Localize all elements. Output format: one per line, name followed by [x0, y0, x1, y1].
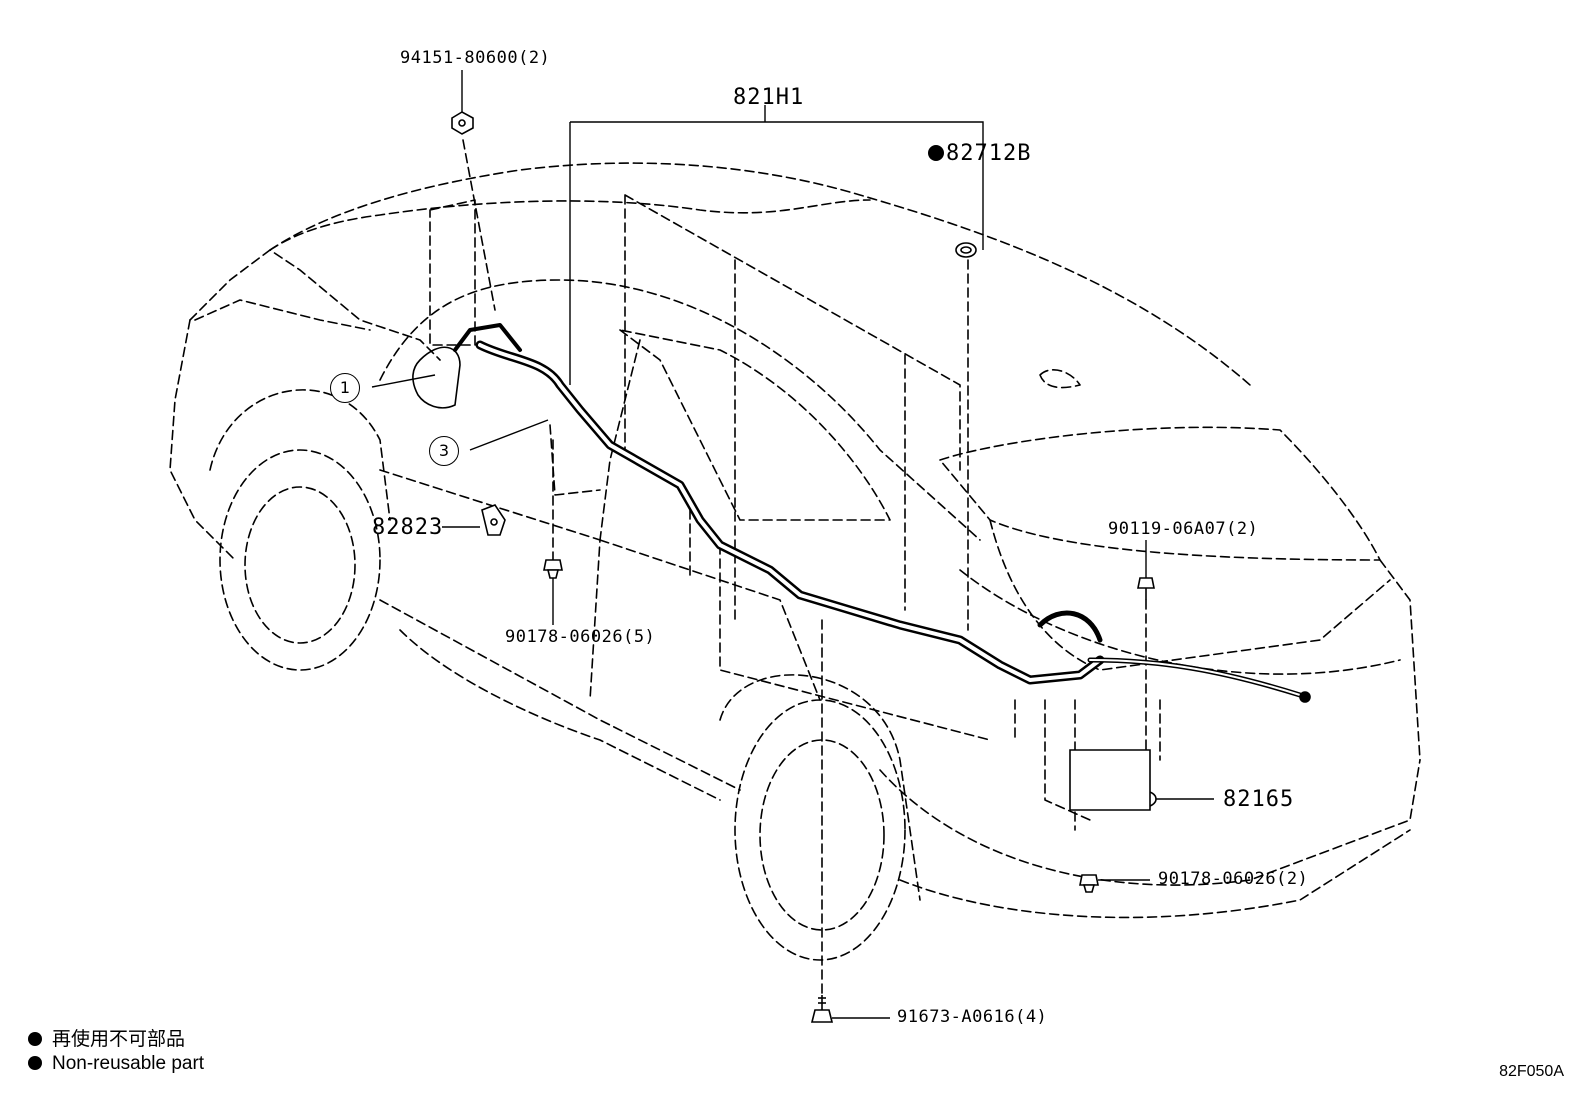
- headlight: [194, 299, 371, 331]
- leader-callout-1: [371, 374, 436, 388]
- front-wheel-inner: [244, 486, 356, 644]
- lower-body-line: [379, 599, 741, 791]
- non-reusable-marker-icon: [928, 145, 944, 161]
- phantom-vertical-821H1: [462, 139, 496, 311]
- part-label-90119[interactable]: 90119-06A07(2): [1108, 519, 1259, 539]
- roof-inner: [269, 199, 871, 251]
- rocker-line: [399, 629, 721, 801]
- rear-wheel: [734, 699, 906, 961]
- bolt-91673-icon: [810, 995, 834, 1023]
- rear-door: [599, 539, 821, 701]
- legend-japanese: 再使用不可部品: [28, 1030, 185, 1049]
- callout-1[interactable]: 1: [330, 373, 360, 403]
- wire-harness-branch-rear-inner: [1089, 659, 1301, 696]
- wire-harness-main-inner: [478, 343, 1102, 682]
- drawing-number: 82F050A: [1499, 1063, 1564, 1080]
- legend-dot-icon: [28, 1056, 42, 1070]
- front-door: [379, 469, 601, 701]
- wire-harness-branch-rear: [1087, 657, 1303, 698]
- hood-outline: [189, 249, 441, 361]
- front-wheel-arch: [209, 389, 391, 521]
- grommet-82712B-icon: [955, 242, 977, 258]
- phantom-box-front: [429, 199, 476, 346]
- clip-90178-rear-icon: [1079, 874, 1099, 893]
- legend-dot-icon: [28, 1032, 42, 1046]
- side-window: [619, 329, 891, 521]
- callout-3[interactable]: 3: [429, 436, 459, 466]
- part-label-82712B-text[interactable]: 82712B: [946, 141, 1032, 166]
- wire-harness-branch-hatch: [1037, 610, 1103, 643]
- legend-japanese-text: 再使用不可部品: [52, 1029, 186, 1050]
- part-label-82712B[interactable]: 82712B: [928, 143, 1031, 165]
- tail-lamp: [959, 569, 1401, 675]
- phantom-lines-2: [734, 259, 906, 621]
- front-wheel: [219, 449, 381, 671]
- bracket-82823-icon: [481, 504, 506, 536]
- clip-94151-icon: [451, 111, 474, 135]
- beltline: [379, 279, 981, 541]
- rear-hatch: [989, 519, 1391, 671]
- phantom-lines-3: [689, 509, 991, 741]
- legend-english: Non-reusable part: [28, 1054, 204, 1073]
- clip-90178-front-icon: [543, 559, 563, 579]
- part-label-90178-front[interactable]: 90178-06026(5): [505, 627, 656, 647]
- part-label-91673[interactable]: 91673-A0616(4): [897, 1007, 1048, 1027]
- roof-outline: [269, 162, 1251, 386]
- phantom-lines-1: [624, 194, 961, 471]
- bolt-90119-icon: [1137, 577, 1155, 600]
- front-fascia: [169, 319, 236, 561]
- harness-connector-rear: [1299, 691, 1311, 703]
- bracket-821H1: [569, 105, 984, 385]
- leader-callout-3: [469, 419, 549, 451]
- part-label-82823[interactable]: 82823: [372, 515, 444, 540]
- rear-glass: [939, 426, 1381, 561]
- rear-wheel-arch: [719, 674, 921, 901]
- phantom-lines-4: [549, 424, 601, 496]
- side-mirror: [412, 346, 461, 409]
- wire-harness-front-bundle: [453, 323, 522, 352]
- part-label-94151[interactable]: 94151-80600(2): [400, 48, 551, 68]
- relay-box: [1069, 749, 1151, 811]
- part-label-90178-rear[interactable]: 90178-06026(2): [1158, 869, 1309, 889]
- sunroof: [1039, 369, 1081, 389]
- rear-bumper-lower: [899, 829, 1411, 919]
- b-pillar: [599, 339, 641, 541]
- part-label-821H1[interactable]: 821H1: [733, 85, 805, 110]
- rear-quarter: [1379, 559, 1421, 761]
- legend-english-text: Non-reusable part: [52, 1053, 205, 1074]
- part-label-82165[interactable]: 82165: [1223, 787, 1295, 812]
